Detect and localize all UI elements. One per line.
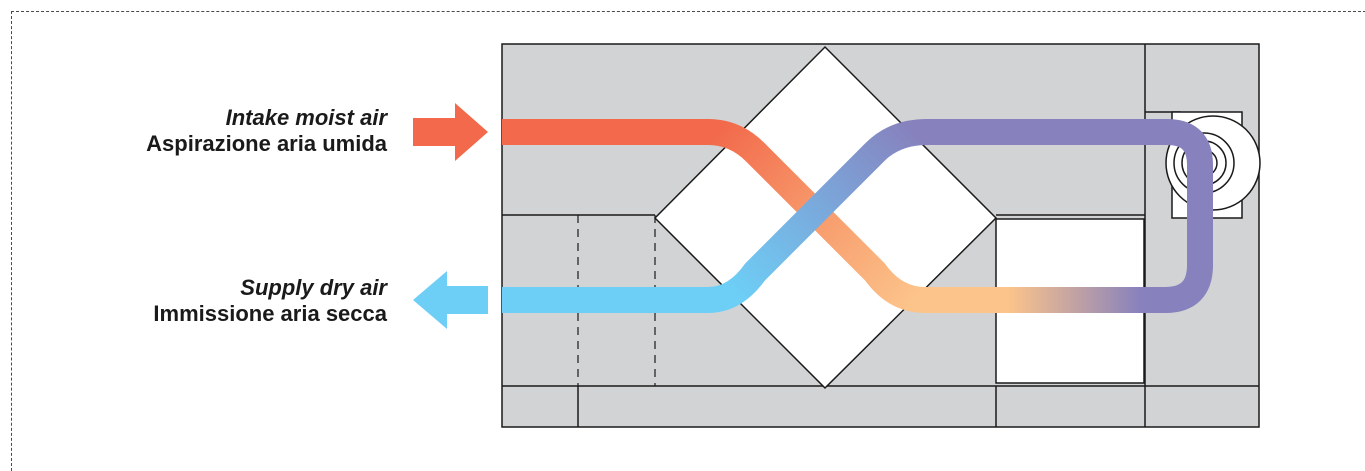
return-flow-bottom bbox=[923, 264, 1213, 313]
supply-label-en: Supply dry air bbox=[240, 275, 387, 300]
cold-flow-diagonal bbox=[707, 119, 928, 313]
intake-label-en: Intake moist air bbox=[225, 105, 387, 130]
supply-label: Supply dry air Immissione aria secca bbox=[153, 275, 387, 327]
arrow-right-icon bbox=[413, 103, 488, 161]
return-flow-vertical bbox=[925, 119, 1213, 268]
intake-label: Intake moist air Aspirazione aria umida bbox=[146, 105, 387, 157]
arrow-left-icon bbox=[413, 271, 488, 329]
supply-label-it: Immissione aria secca bbox=[153, 301, 387, 326]
dashed-frame bbox=[11, 11, 1365, 471]
intake-label-it: Aspirazione aria umida bbox=[146, 131, 387, 156]
